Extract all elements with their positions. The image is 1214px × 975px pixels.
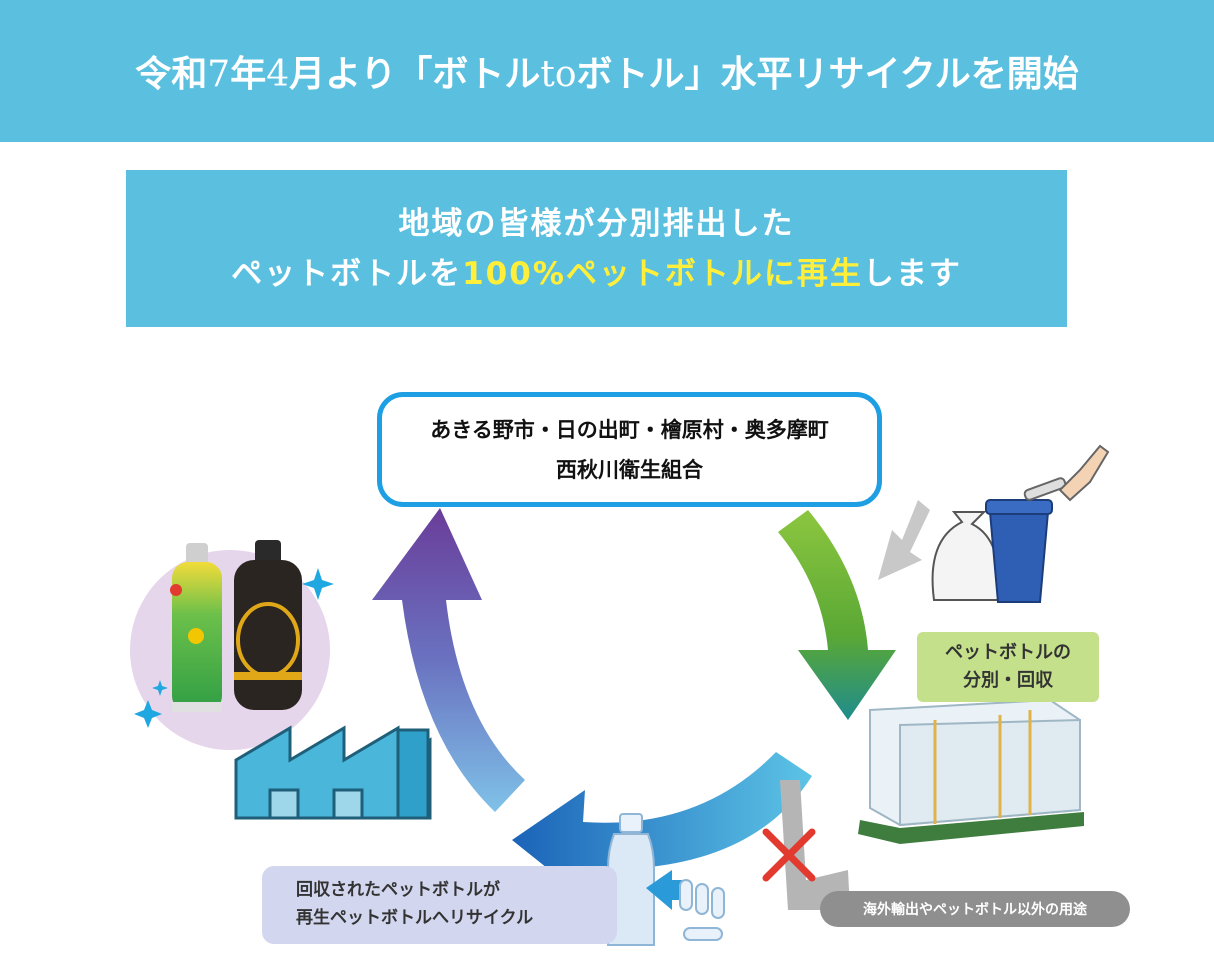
collect-line-1: ペットボトルの bbox=[945, 642, 1071, 663]
trash-bin-icon bbox=[931, 444, 1110, 603]
collect-line-2: 分別・回収 bbox=[963, 670, 1053, 691]
arrow-green bbox=[778, 510, 896, 720]
recycle-step-label: 回収されたペットボトルが 再生ペットボトルへリサイクル bbox=[296, 876, 533, 932]
banner-line-2: ペットボトルを100%ペットボトルに再生します bbox=[231, 255, 962, 292]
bottles-circle bbox=[130, 540, 334, 750]
page-title: 令和7年4月より「ボトルtoボトル」水平リサイクルを開始 bbox=[135, 54, 1079, 95]
collect-step-label: ペットボトルの 分別・回収 bbox=[917, 632, 1099, 702]
gray-arrow-excluded bbox=[780, 780, 850, 910]
banner-highlight: 100%ペットボトルに再生 bbox=[462, 255, 863, 292]
recycle-step-box bbox=[262, 866, 617, 944]
recycle-line-1: 回収されたペットボトルが bbox=[296, 880, 500, 900]
org-line-1: あきる野市・日の出町・檜原村・奥多摩町 bbox=[430, 417, 829, 442]
arrow-blue bbox=[512, 752, 812, 896]
excluded-use-label: 海外輸出やペットボトル以外の用途 bbox=[820, 891, 1130, 927]
factory-icon bbox=[234, 725, 432, 820]
summary-banner: 地域の皆様が分別排出した ペットボトルを100%ペットボトルに再生します bbox=[126, 170, 1067, 327]
cross-icon bbox=[762, 828, 816, 882]
org-line-2: 西秋川衛生組合 bbox=[556, 457, 703, 482]
organization-box: あきる野市・日の出町・檜原村・奥多摩町 西秋川衛生組合 bbox=[377, 392, 882, 507]
header-bar: 令和7年4月より「ボトルtoボトル」水平リサイクルを開始 bbox=[0, 0, 1214, 142]
banner-line-1: 地域の皆様が分別排出した bbox=[398, 205, 795, 242]
pet-bottle-icon bbox=[607, 813, 725, 946]
bottle-bale-icon bbox=[858, 698, 1084, 844]
recycle-line-2: 再生ペットボトルへリサイクル bbox=[296, 908, 534, 928]
arrow-purple bbox=[372, 508, 525, 812]
gray-arrow-in bbox=[878, 500, 930, 580]
